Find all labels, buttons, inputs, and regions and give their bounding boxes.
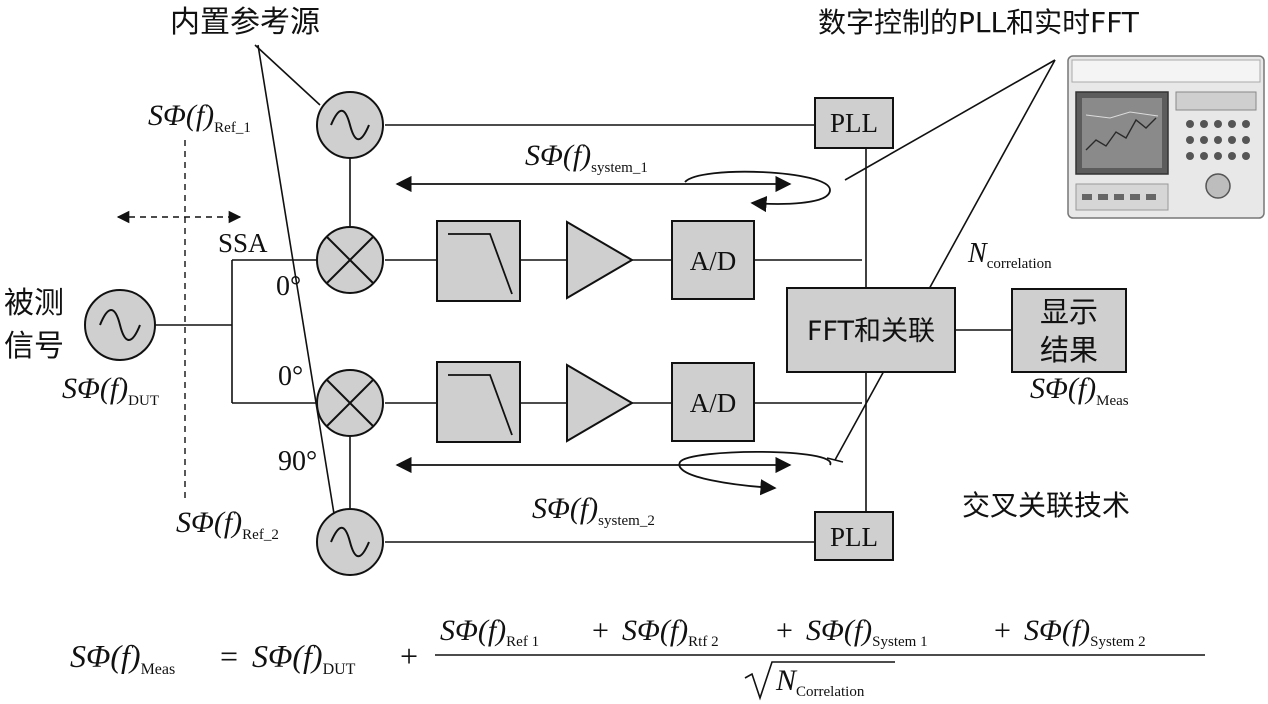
angle-label-mid: 0° — [278, 361, 303, 392]
noise-ref2-label: SΦ(f)Ref_2 — [176, 506, 279, 543]
cross-correlation-label: 交叉关联技术 — [962, 489, 1130, 522]
angle-label-top: 0° — [276, 271, 301, 302]
noise-system1-label: SΦ(f)system_1 — [525, 139, 648, 176]
formula-denominator: NCorrelation — [775, 664, 865, 700]
adc-1-box — [671, 220, 755, 300]
analyzer-instrument-image — [1067, 55, 1265, 219]
pll-1-box — [814, 97, 894, 149]
lowpass-filter-1 — [436, 220, 521, 302]
formula-plus-main: + — [400, 638, 418, 674]
formula-num-term2: SΦ(f)Rtf 2 — [622, 614, 719, 650]
ssa-label: SSA — [218, 228, 268, 258]
mixer-1 — [316, 226, 384, 294]
formula-num-term3: SΦ(f)System 1 — [806, 614, 928, 650]
digital-pll-fft-label: 数字控制的PLL和实时FFT — [818, 6, 1140, 39]
formula-num-term4: SΦ(f)System 2 — [1024, 614, 1146, 650]
pll-2-label: PLL — [830, 522, 878, 552]
mixer-2 — [316, 369, 384, 437]
ref-oscillator-1 — [316, 91, 384, 159]
formula-num-plus2: + — [776, 614, 793, 647]
internal-ref-label: 内置参考源 — [170, 5, 320, 40]
display-label-line1: 显示 — [1040, 295, 1098, 329]
formula-num-plus3: + — [994, 614, 1011, 647]
display-result-box — [1011, 288, 1127, 373]
adc-1-label: A/D — [690, 246, 737, 276]
adc-2-label: A/D — [690, 388, 737, 418]
ref-oscillator-2 — [316, 508, 384, 576]
formula-sqrt-sign — [744, 661, 895, 701]
dut-label-line2: 信号 — [4, 329, 64, 364]
noise-meas-label: SΦ(f)Meas — [1030, 372, 1129, 409]
formula-lhs: SΦ(f)Meas — [70, 638, 175, 678]
dut-oscillator — [84, 289, 156, 361]
noise-system2-label: SΦ(f)system_2 — [532, 492, 655, 529]
formula-equals: = — [220, 638, 238, 674]
fft-correlation-label: FFT和关联 — [807, 316, 935, 347]
fft-correlation-box — [786, 287, 956, 373]
amplifier-2 — [566, 363, 634, 443]
noise-dut-label: SΦ(f)DUT — [62, 372, 159, 409]
noise-ref1-label: SΦ(f)Ref_1 — [148, 99, 251, 136]
pll-1-label: PLL — [830, 108, 878, 138]
dut-label-line1: 被测 — [4, 286, 64, 321]
n-correlation-label: Ncorrelation — [967, 238, 1052, 272]
adc-2-box — [671, 362, 755, 442]
lowpass-filter-2 — [436, 361, 521, 443]
display-label-line2: 结果 — [1040, 333, 1098, 367]
formula-dut-term: SΦ(f)DUT — [252, 638, 356, 678]
angle-label-bottom: 90° — [278, 446, 317, 477]
formula-num-term1: SΦ(f)Ref 1 — [440, 614, 539, 650]
formula-num-plus1: + — [592, 614, 609, 647]
pll-2-box — [814, 511, 894, 561]
amplifier-1 — [566, 220, 634, 300]
